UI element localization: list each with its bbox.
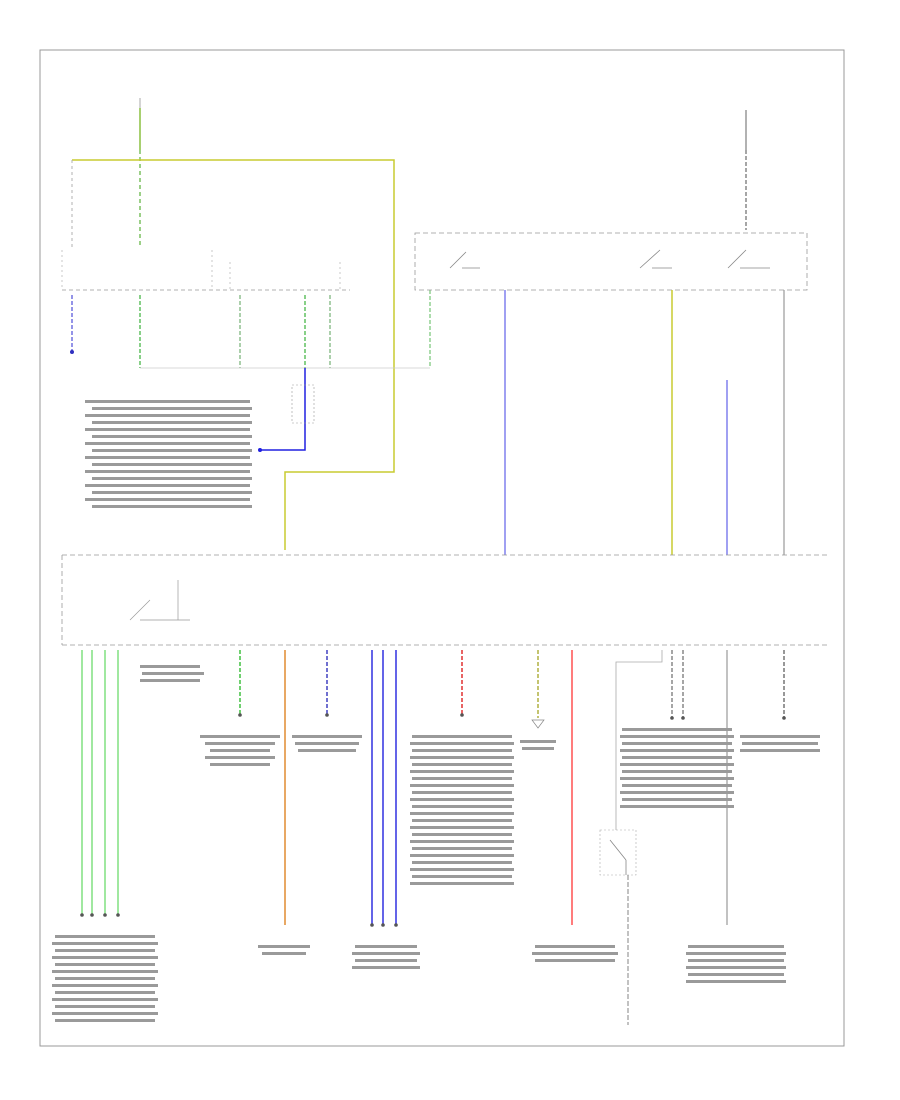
fuse-block-top-left <box>61 250 350 291</box>
wire-yellow-loop <box>72 159 395 550</box>
diagram-frame <box>39 49 845 1047</box>
terminal-dots <box>80 713 786 927</box>
wire-group-blue <box>371 650 397 925</box>
switch-bottom <box>599 650 663 1025</box>
wire-group-green <box>81 650 119 915</box>
component-notes <box>52 400 820 1022</box>
switch-panel <box>414 232 808 291</box>
main-connector-row <box>61 554 830 646</box>
ground-symbol <box>531 719 545 729</box>
